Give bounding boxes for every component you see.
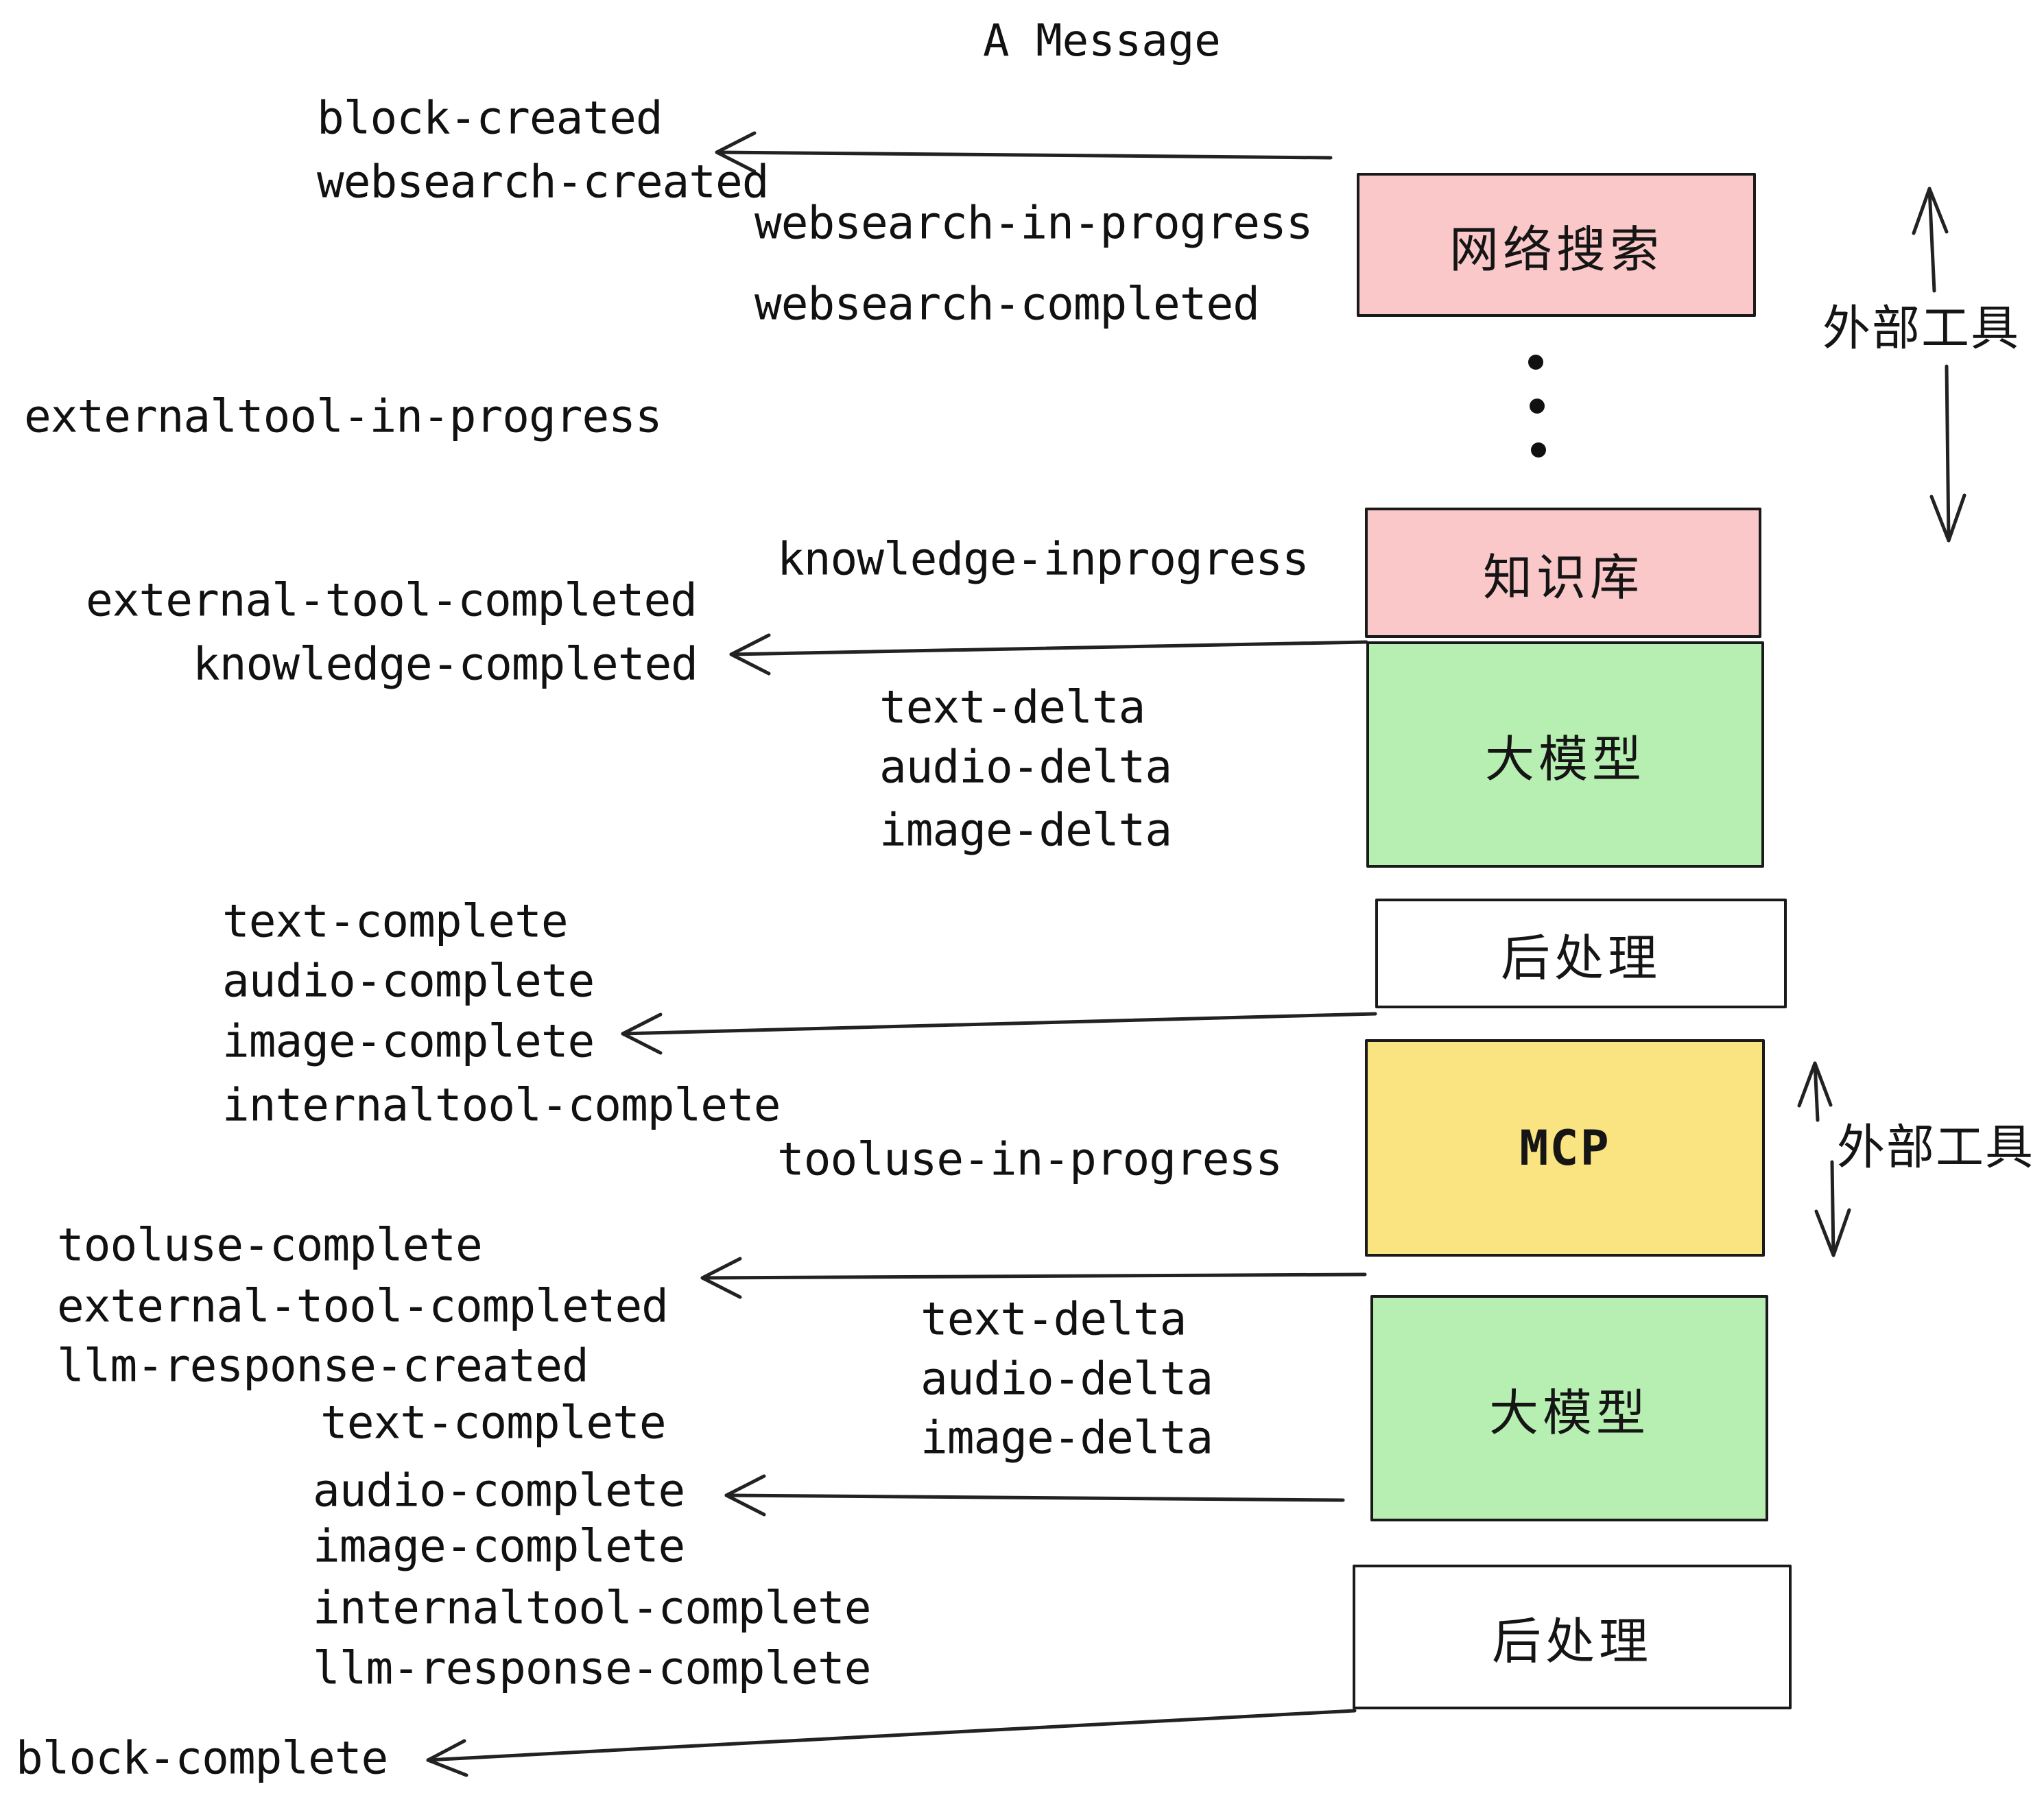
box-llm-2-label: 大模型 xyxy=(1488,1384,1650,1442)
event-text-complete-2: text-complete xyxy=(320,1396,667,1449)
event-audio-complete-1: audio-complete xyxy=(222,954,595,1008)
event-llm-response-complete: llm-response-complete xyxy=(313,1641,871,1695)
box-postprocess-1: 后处理 xyxy=(1375,899,1787,1008)
event-text-delta-1: text-delta xyxy=(879,680,1145,734)
external-tools-bottom-label: 外部工具 xyxy=(1837,1119,2034,1176)
event-externaltool-in-progress: externaltool-in-progress xyxy=(24,390,663,443)
page-title: A Message xyxy=(983,16,1221,67)
event-block-created: block-created xyxy=(317,91,663,145)
box-postprocess-1-label: 后处理 xyxy=(1500,929,1661,987)
event-websearch-created: websearch-created xyxy=(317,155,770,209)
event-external-tool-completed-2: external-tool-completed xyxy=(57,1279,669,1333)
arrow-to-block-complete xyxy=(426,1709,1357,1777)
arrow-to-tooluse-complete xyxy=(700,1257,1367,1299)
box-llm-1-label: 大模型 xyxy=(1484,730,1645,788)
event-image-complete-1: image-complete xyxy=(222,1014,595,1068)
arrow-to-audio-complete xyxy=(724,1474,1345,1517)
event-text-delta-2: text-delta xyxy=(920,1292,1187,1346)
event-llm-response-created: llm-response-created xyxy=(57,1339,589,1392)
event-image-delta-2: image-delta xyxy=(920,1411,1213,1464)
event-image-complete-2: image-complete xyxy=(313,1519,685,1573)
external-tools-top-label: 外部工具 xyxy=(1822,300,2020,357)
arrow-to-image-complete xyxy=(621,1012,1377,1055)
box-llm-2: 大模型 xyxy=(1370,1295,1768,1521)
event-internaltool-complete-1: internaltool-complete xyxy=(222,1078,781,1132)
event-image-delta-1: image-delta xyxy=(879,803,1172,857)
event-text-complete-1: text-complete xyxy=(222,894,569,948)
box-mcp-label: MCP xyxy=(1519,1119,1611,1176)
box-postprocess-2: 后处理 xyxy=(1353,1565,1792,1709)
box-mcp: MCP xyxy=(1365,1039,1765,1257)
event-websearch-completed: websearch-completed xyxy=(754,277,1260,331)
arrow-to-knowledge-completed xyxy=(729,633,1368,676)
box-knowledge: 知识库 xyxy=(1365,508,1761,638)
event-audio-delta-1: audio-delta xyxy=(879,740,1172,794)
event-audio-complete-2: audio-complete xyxy=(313,1464,685,1517)
box-postprocess-2-label: 后处理 xyxy=(1491,1613,1652,1670)
event-internaltool-complete-2: internaltool-complete xyxy=(313,1581,871,1635)
ellipsis-dots xyxy=(1528,355,1546,458)
event-knowledge-inprogress: knowledge-inprogress xyxy=(777,532,1309,586)
event-knowledge-completed: knowledge-completed xyxy=(193,637,698,691)
box-websearch-label: 网络搜索 xyxy=(1449,220,1663,278)
box-websearch: 网络搜索 xyxy=(1357,173,1756,317)
event-audio-delta-2: audio-delta xyxy=(920,1352,1213,1405)
event-external-tool-completed: external-tool-completed xyxy=(86,573,698,627)
arrow-to-block-created xyxy=(715,131,1333,174)
box-llm-1: 大模型 xyxy=(1366,641,1764,868)
event-tooluse-in-progress: tooluse-in-progress xyxy=(777,1132,1283,1186)
event-tooluse-complete: tooluse-complete xyxy=(57,1218,483,1272)
box-knowledge-label: 知识库 xyxy=(1482,548,1643,606)
event-websearch-in-progress: websearch-in-progress xyxy=(754,196,1313,250)
external-tools-top-double-arrow xyxy=(1912,187,1966,543)
event-block-complete: block-complete xyxy=(16,1731,388,1785)
